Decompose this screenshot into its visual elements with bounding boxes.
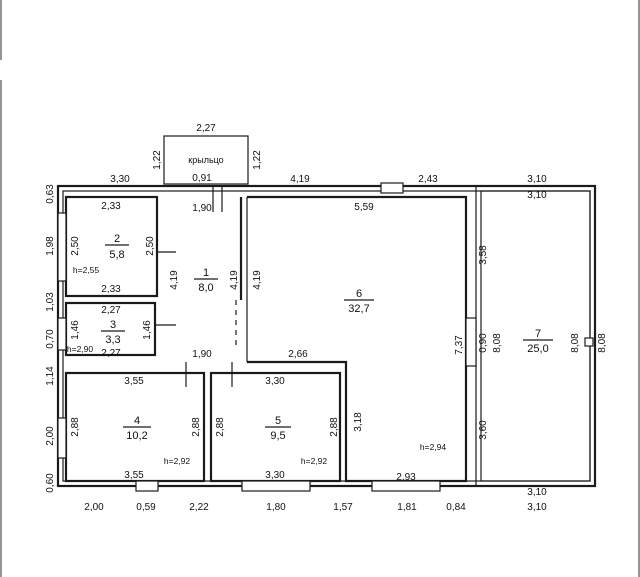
- room-6-dim-bottom: 2,93: [396, 472, 416, 483]
- dim-left-3: 1,03: [45, 292, 56, 312]
- porch-dim-door: 0,91: [192, 173, 212, 184]
- room-1-dim-bottom: 1,90: [192, 349, 212, 360]
- dim-left-2: 1,98: [45, 236, 56, 256]
- window-right-6: [465, 317, 477, 367]
- room-7-dim-mid-seg: 0,90: [478, 333, 489, 353]
- room-3-number: 3: [110, 319, 116, 331]
- room-6-dim-right: 7,37: [454, 335, 465, 355]
- room-6-dim-left: 3,18: [353, 412, 364, 432]
- dim-left-4: 0,70: [45, 329, 56, 349]
- dim-top-1: 3,30: [110, 174, 130, 185]
- room-3-dim-left: 1,46: [70, 320, 81, 340]
- room-2-dim-left: 2,50: [70, 236, 81, 256]
- porch-outline: [163, 135, 249, 185]
- room-3-area: 3,3: [105, 334, 120, 346]
- room-7-dim-outer: 8,08: [597, 333, 608, 353]
- room-1-dim-right-2: 4,19: [252, 270, 263, 290]
- room-3-height: h=2,90: [67, 344, 94, 354]
- room-2-area: 5,8: [109, 249, 124, 261]
- room-5-dim-right: 2,88: [329, 417, 340, 437]
- dim-bottom-inner-7: 3,10: [527, 487, 547, 498]
- porch-label: крыльцо: [188, 155, 223, 165]
- dim-bottom-3: 2,22: [189, 502, 209, 513]
- porch-dim-right: 1,22: [252, 150, 263, 170]
- room-4-dim-right: 2,88: [191, 417, 202, 437]
- room-2-height: h=2,55: [73, 265, 100, 275]
- dim-bottom-7: 0,84: [446, 502, 466, 513]
- room-1-dim-top: 1,90: [192, 203, 212, 214]
- dim-left-5: 1,14: [45, 366, 56, 386]
- room-4-dim-bottom: 3,55: [124, 470, 144, 481]
- window-top: [380, 182, 404, 194]
- dim-left-6: 2,00: [45, 426, 56, 446]
- room-5-dim-top: 3,30: [265, 376, 285, 387]
- dim-left-1: 0,63: [45, 184, 56, 204]
- window-bottom-3: [371, 480, 441, 492]
- porch-dim-left: 1,22: [152, 150, 163, 170]
- window-left-3: [57, 417, 67, 459]
- room-5-number: 5: [275, 415, 281, 427]
- room-1-area: 8,0: [198, 282, 213, 294]
- room-5-height: h=2,92: [301, 456, 328, 466]
- dim-top-4: 3,10: [527, 174, 547, 185]
- room-7-dim-top-seg: 3,58: [478, 245, 489, 265]
- dim-bottom-8: 3,10: [527, 502, 547, 513]
- room-2-number: 2: [114, 233, 120, 245]
- porch-dim-top: 2,27: [196, 123, 216, 134]
- room-7-area: 25,0: [527, 343, 548, 355]
- room-1-dim-right: 4,19: [229, 270, 240, 290]
- room-2-dim-right: 2,50: [145, 236, 156, 256]
- room-6-dim-top: 5,59: [354, 202, 374, 213]
- room-7-inner: [480, 190, 591, 482]
- room-3-dim-top: 2,27: [101, 305, 121, 316]
- window-bottom-1: [135, 480, 159, 492]
- room-6-dim-mid: 2,66: [288, 349, 308, 360]
- room-6-height: h=2,94: [420, 442, 447, 452]
- room-2-dim-top: 2,33: [101, 201, 121, 212]
- dim-bottom-6: 1,81: [397, 502, 417, 513]
- dim-top-inner-7: 3,10: [527, 190, 547, 201]
- room-7-number: 7: [535, 328, 541, 340]
- room-4-dim-left: 2,88: [70, 417, 81, 437]
- window-left-1: [57, 212, 67, 282]
- room-5-dim-left: 2,88: [215, 417, 226, 437]
- room-3-dim-bottom: 2,27: [101, 348, 121, 359]
- window-bottom-2: [241, 480, 311, 492]
- dim-left-7: 0,60: [45, 473, 56, 493]
- dim-bottom-2: 0,59: [136, 502, 156, 513]
- room-4-dim-top: 3,55: [124, 376, 144, 387]
- room-7-dim-bottom-seg: 3,60: [478, 420, 489, 440]
- dim-bottom-5: 1,57: [333, 502, 353, 513]
- room-7-dim-right: 8,08: [570, 333, 581, 353]
- room-6-area: 32,7: [348, 303, 369, 315]
- dim-top-2: 4,19: [290, 174, 310, 185]
- room-1-number: 1: [203, 267, 209, 279]
- room-4-number: 4: [134, 415, 140, 427]
- room-3-dim-right: 1,46: [142, 320, 153, 340]
- room-7-dim-left: 8,08: [492, 333, 503, 353]
- window-left-2: [57, 317, 67, 351]
- dim-bottom-4: 1,80: [266, 502, 286, 513]
- fixture-room-7: [584, 337, 594, 347]
- room-6-number: 6: [356, 288, 362, 300]
- room-2-dim-bottom: 2,33: [101, 284, 121, 295]
- room-4-height: h=2,92: [164, 456, 191, 466]
- room-5-area: 9,5: [270, 430, 285, 442]
- room-5-dim-bottom: 3,30: [265, 470, 285, 481]
- room-4-area: 10,2: [126, 430, 147, 442]
- room-1-dim-left: 4,19: [169, 270, 180, 290]
- dim-bottom-1: 2,00: [84, 502, 104, 513]
- dim-top-3: 2,43: [418, 174, 438, 185]
